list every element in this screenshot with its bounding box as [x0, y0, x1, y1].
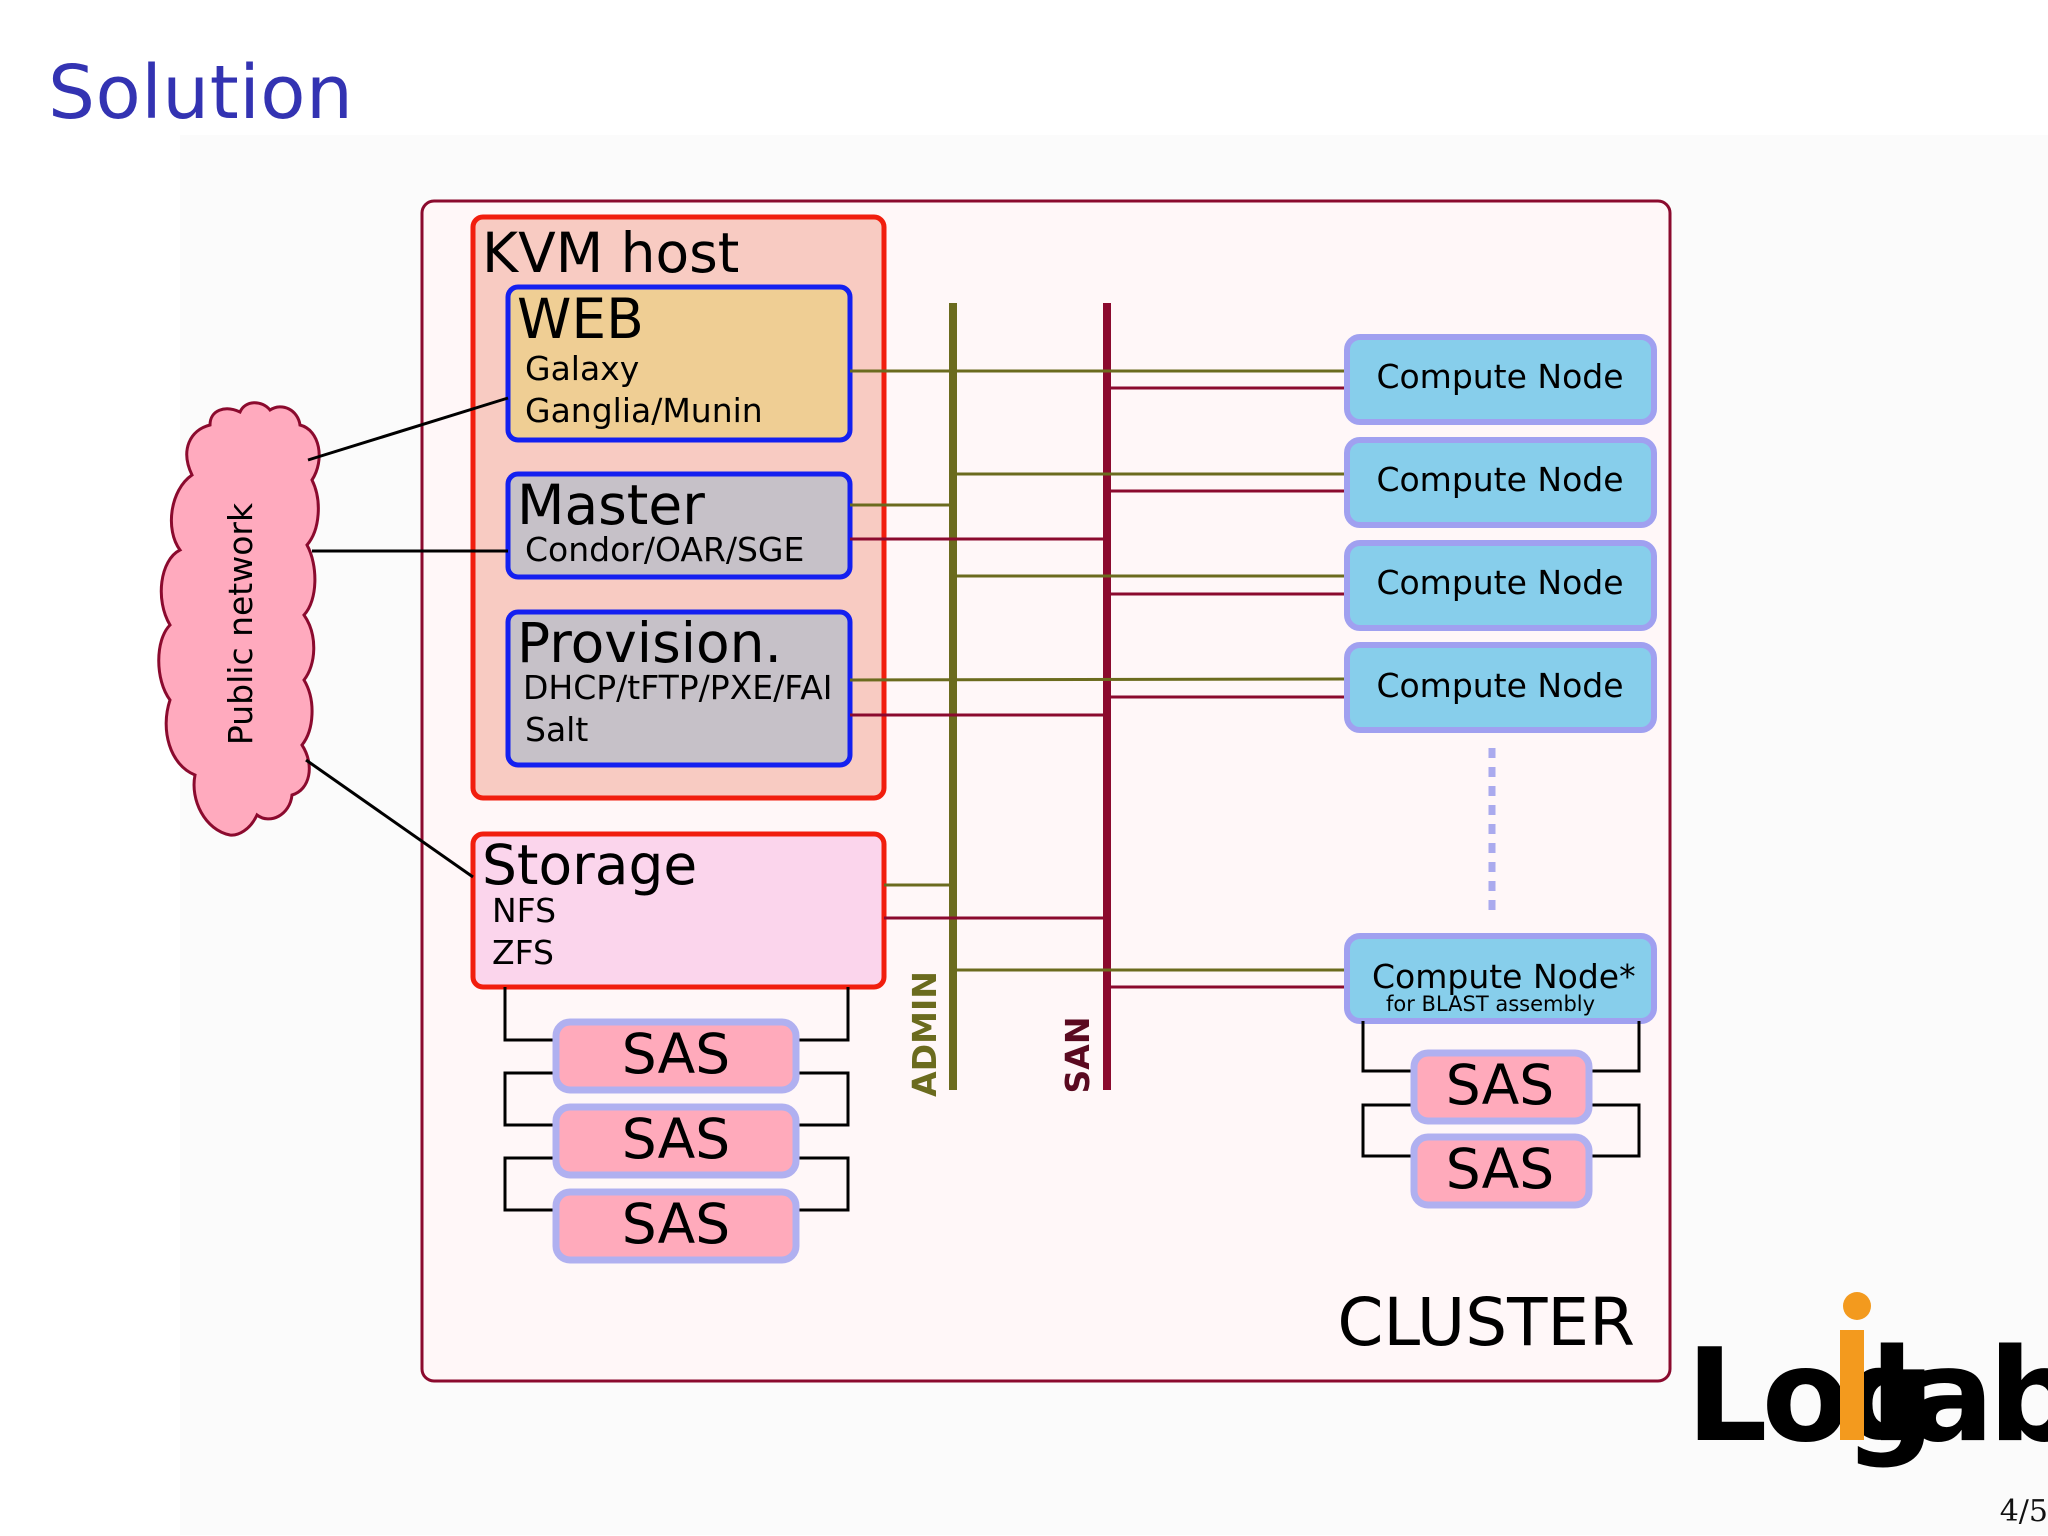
admin-bus-label: ADMIN: [905, 971, 944, 1097]
storage-sas-label: SAS: [622, 1107, 730, 1171]
provision-vm-line: DHCP/tFTP/PXE/FAI: [523, 668, 833, 707]
logilab-logo: Log lab: [1686, 1292, 2048, 1471]
compute-node-label: Compute Node: [1376, 357, 1623, 396]
node-sas-label: SAS: [1446, 1053, 1554, 1117]
storage-sas-disk: [552, 1018, 800, 1094]
web-vm-title: WEB: [517, 287, 644, 351]
storage-line: NFS: [492, 891, 556, 930]
node-sas-disk: [1410, 1049, 1593, 1125]
provision-vm-box: [505, 609, 853, 768]
web-vm-line: Ganglia/Munin: [525, 391, 763, 430]
san-bus-label: SAN: [1058, 1017, 1097, 1094]
storage-line: ZFS: [492, 933, 554, 972]
storage-sas-disk: [552, 1188, 800, 1264]
page-number: 4/5: [1999, 1494, 2048, 1529]
special-compute-node-sublabel: for BLAST assembly: [1386, 992, 1595, 1016]
kvm-host-label: KVM host: [482, 221, 739, 285]
special-compute-node-box: [1344, 933, 1657, 1024]
web-vm-line: Galaxy: [525, 349, 639, 388]
node-sas-disk: [1410, 1133, 1593, 1209]
compute-node-box: [1344, 642, 1657, 733]
link-cloud-storage: [305, 758, 474, 879]
slide-title: Solution: [48, 50, 354, 136]
svg-text:Log: Log: [1686, 1322, 1929, 1471]
admin-links: [849, 369, 1348, 972]
master-vm-title: Master: [517, 473, 705, 537]
special-compute-node-label: Compute Node*: [1372, 957, 1636, 996]
provision-vm-line: Salt: [525, 710, 588, 749]
san-links: [850, 386, 1347, 989]
web-vm-box: [505, 284, 853, 443]
storage-sas-label: SAS: [622, 1192, 730, 1256]
storage-sas-connectors: [503, 987, 850, 1212]
node-sas-connectors: [1361, 1021, 1641, 1158]
master-vm-line: Condor/OAR/SGE: [525, 530, 804, 569]
master-vm-box: [505, 471, 853, 580]
compute-node-label: Compute Node: [1376, 666, 1623, 705]
provision-vm-title: Provision.: [517, 611, 782, 675]
compute-node-label: Compute Node: [1376, 563, 1623, 602]
compute-node-box: [1344, 540, 1657, 631]
public-network-label: Public network: [221, 502, 260, 745]
storage-box: [470, 831, 887, 990]
storage-sas-label: SAS: [622, 1022, 730, 1086]
svg-text:lab: lab: [1870, 1322, 2048, 1471]
storage-title: Storage: [482, 833, 697, 897]
public-network-cloud: [157, 401, 321, 837]
compute-node-label: Compute Node: [1376, 460, 1623, 499]
storage-sas-disk: [552, 1103, 800, 1179]
cluster-label: CLUSTER: [1337, 1284, 1635, 1361]
compute-node-box: [1344, 437, 1657, 528]
link-cloud-web: [307, 396, 509, 462]
compute-node-box: [1344, 334, 1657, 425]
node-sas-label: SAS: [1446, 1137, 1554, 1201]
